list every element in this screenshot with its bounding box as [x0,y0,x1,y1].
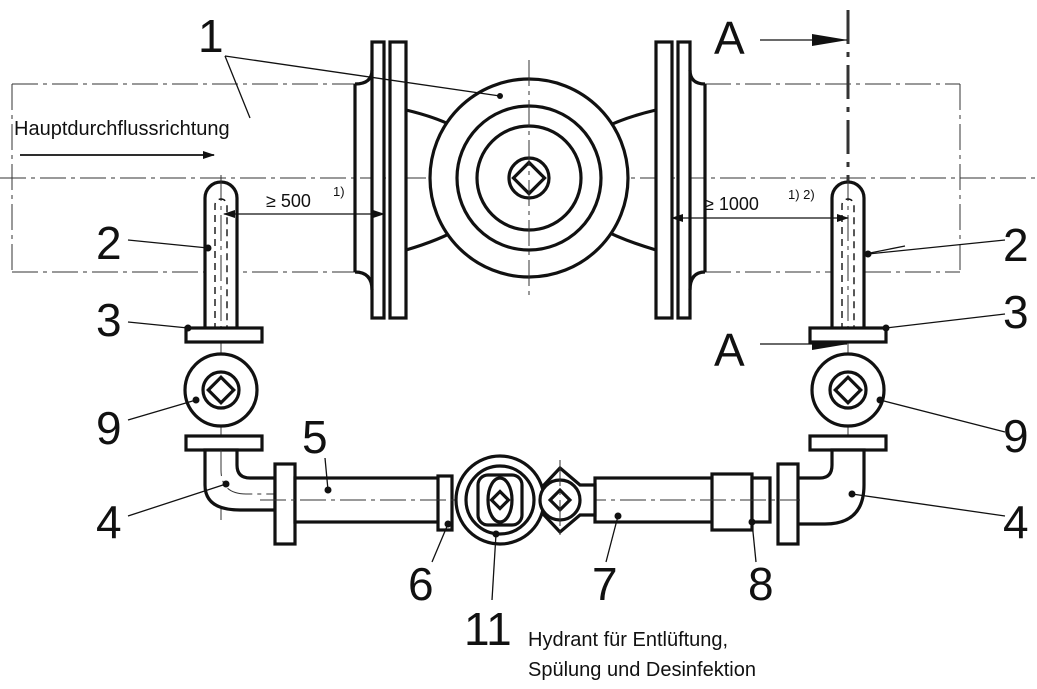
callout-3-left: 3 [96,294,122,346]
callout-9-left: 9 [96,402,122,454]
callout-4-right: 4 [1003,496,1029,548]
left-riser [183,175,300,520]
callout-3-right: 3 [1003,286,1029,338]
dimension-right-value: ≥ 1000 [704,194,759,214]
callout-5: 5 [302,411,328,463]
leader-lines [127,55,1006,601]
callout-9-right: 9 [1003,410,1029,462]
dimension-left-value: ≥ 500 [266,191,311,211]
bypass-pipe [260,454,800,546]
flow-direction: Hauptdurchflussrichtung [14,118,230,159]
callout-1: 1 [198,10,224,62]
callout-6: 6 [408,558,434,610]
dimension-right: ≥ 1000 1) 2) [671,187,849,222]
callout-2-right: 2 [1003,219,1029,271]
hydrant-caption-line1: Hydrant für Entlüftung, [528,629,728,651]
dimension-left: ≥ 500 1) [223,184,385,218]
dimension-left-note: 1) [333,184,345,199]
callout-4-left: 4 [96,496,122,548]
callout-2-left: 2 [96,217,122,269]
dimension-right-note: 1) 2) [788,187,815,202]
section-label-top: A [714,12,745,64]
section-label-bottom: A [714,324,745,376]
callout-numbers: 1 2 2 3 3 9 9 4 4 5 6 7 8 11 A A [96,10,1029,655]
main-valve [353,40,707,320]
flow-direction-label: Hauptdurchflussrichtung [14,118,230,140]
hydrant-caption-line2: Spülung und Desinfektion [528,659,756,681]
callout-8: 8 [748,558,774,610]
right-riser [793,175,888,526]
hydrant-caption: Hydrant für Entlüftung, Spülung und Desi… [528,629,756,681]
callout-7: 7 [592,558,618,610]
callout-11: 11 [464,603,512,655]
